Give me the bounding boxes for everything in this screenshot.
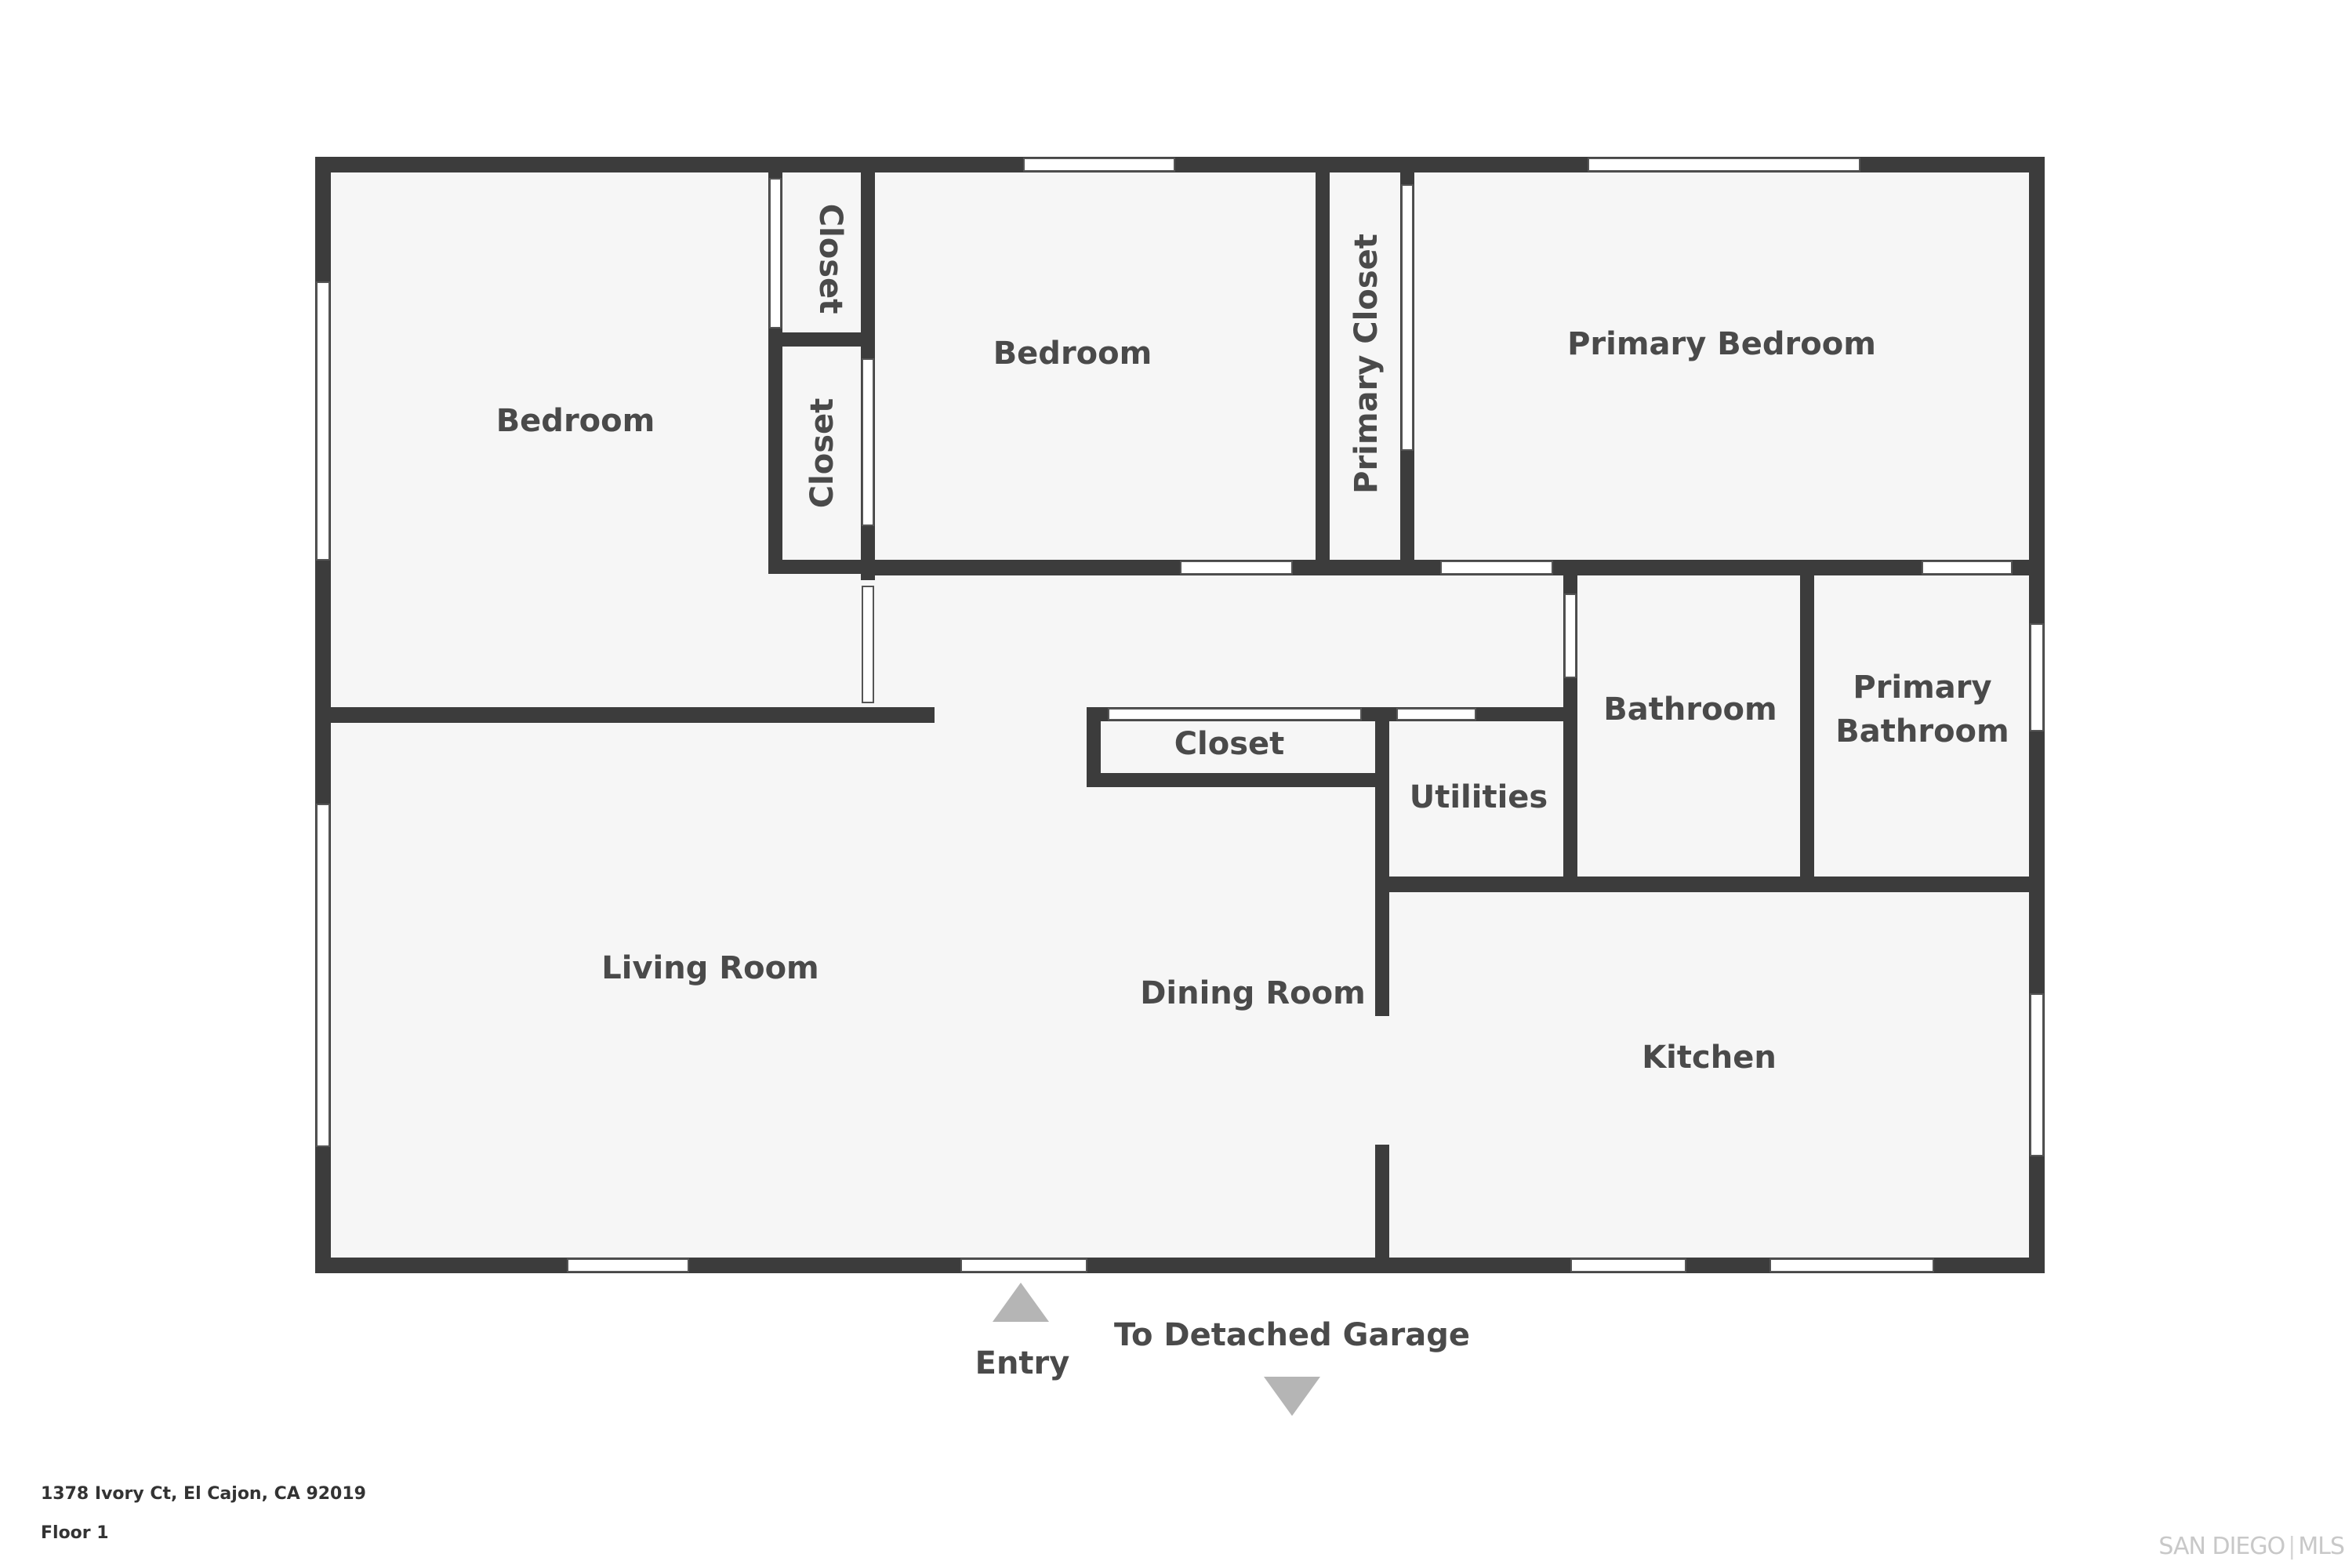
kitchen-door: [1570, 1258, 1686, 1272]
logo-separator: |: [2288, 1533, 2296, 1560]
hall-closet-wall-bottom: [1087, 773, 1381, 787]
hall-closet-wall-left: [1087, 707, 1101, 787]
mls-logo: SAN DIEGO|MLS: [2158, 1533, 2345, 1560]
address-text: 1378 Ivory Ct, El Cajon, CA 92019: [41, 1484, 366, 1504]
entry-door: [960, 1258, 1087, 1272]
label-bedroom-left: Bedroom: [496, 403, 655, 439]
label-living-room: Living Room: [601, 950, 818, 986]
label-bathroom: Bathroom: [1603, 691, 1777, 728]
window-right-upper: [2030, 623, 2044, 731]
primary-bath-door: [1922, 561, 2013, 575]
window-bottom-left: [567, 1258, 689, 1272]
label-entry: Entry: [975, 1345, 1070, 1381]
label-kitchen: Kitchen: [1642, 1040, 1777, 1076]
window-left-lower: [316, 804, 330, 1147]
utilities-door: [1396, 708, 1476, 720]
bath-block-bottom-wall: [1375, 877, 2037, 892]
label-primary-bathroom-line1: Primary: [1853, 670, 1991, 706]
primary-closet-left-wall: [1316, 165, 1330, 575]
window-top-right: [1588, 158, 1860, 172]
label-dining-room: Dining Room: [1140, 975, 1366, 1011]
bathroom-door: [1564, 593, 1577, 678]
window-bottom-right: [1769, 1258, 1934, 1272]
logo-left-text: SAN DIEGO: [2158, 1533, 2285, 1560]
primary-bedroom-door: [1440, 561, 1553, 575]
label-primary-closet: Primary Closet: [1348, 234, 1385, 494]
label-bedroom-middle: Bedroom: [993, 336, 1152, 372]
closet-upper-door: [769, 178, 782, 328]
label-utilities: Utilities: [1410, 779, 1548, 815]
window-left-upper: [316, 281, 330, 561]
label-closet-upper: Closet: [812, 204, 848, 314]
bathroom-right-wall: [1800, 568, 1814, 891]
hall-closet-door: [1108, 708, 1362, 720]
logo-right-text: MLS: [2298, 1533, 2345, 1560]
label-closet-lower: Closet: [804, 398, 840, 509]
bedroom-left-door: [862, 586, 874, 703]
primary-closet-door: [1401, 184, 1414, 451]
label-primary-bathroom-line2: Bathroom: [1835, 713, 2009, 750]
closet-bottom-wall: [768, 560, 875, 574]
window-right-lower: [2030, 993, 2044, 1156]
bedroom-left-bottom-wall: [323, 707, 935, 723]
entry-arrow-icon: [993, 1283, 1049, 1322]
kitchen-left-wall-lower: [1375, 1145, 1389, 1265]
floor-label: Floor 1: [41, 1523, 109, 1543]
bedroom-middle-door: [1180, 561, 1293, 575]
garage-arrow-icon: [1264, 1377, 1320, 1416]
label-hall-closet: Closet: [1174, 726, 1285, 762]
utilities-left-wall: [1375, 713, 1389, 1016]
closet-lower-door: [862, 358, 874, 526]
window-top-middle: [1023, 158, 1175, 172]
openings: [316, 158, 2044, 1272]
label-primary-bedroom: Primary Bedroom: [1567, 326, 1876, 362]
closet-divider: [768, 332, 869, 347]
primary-bedroom-bottom-wall: [1400, 560, 2037, 575]
label-to-detached-garage: To Detached Garage: [1114, 1317, 1470, 1353]
